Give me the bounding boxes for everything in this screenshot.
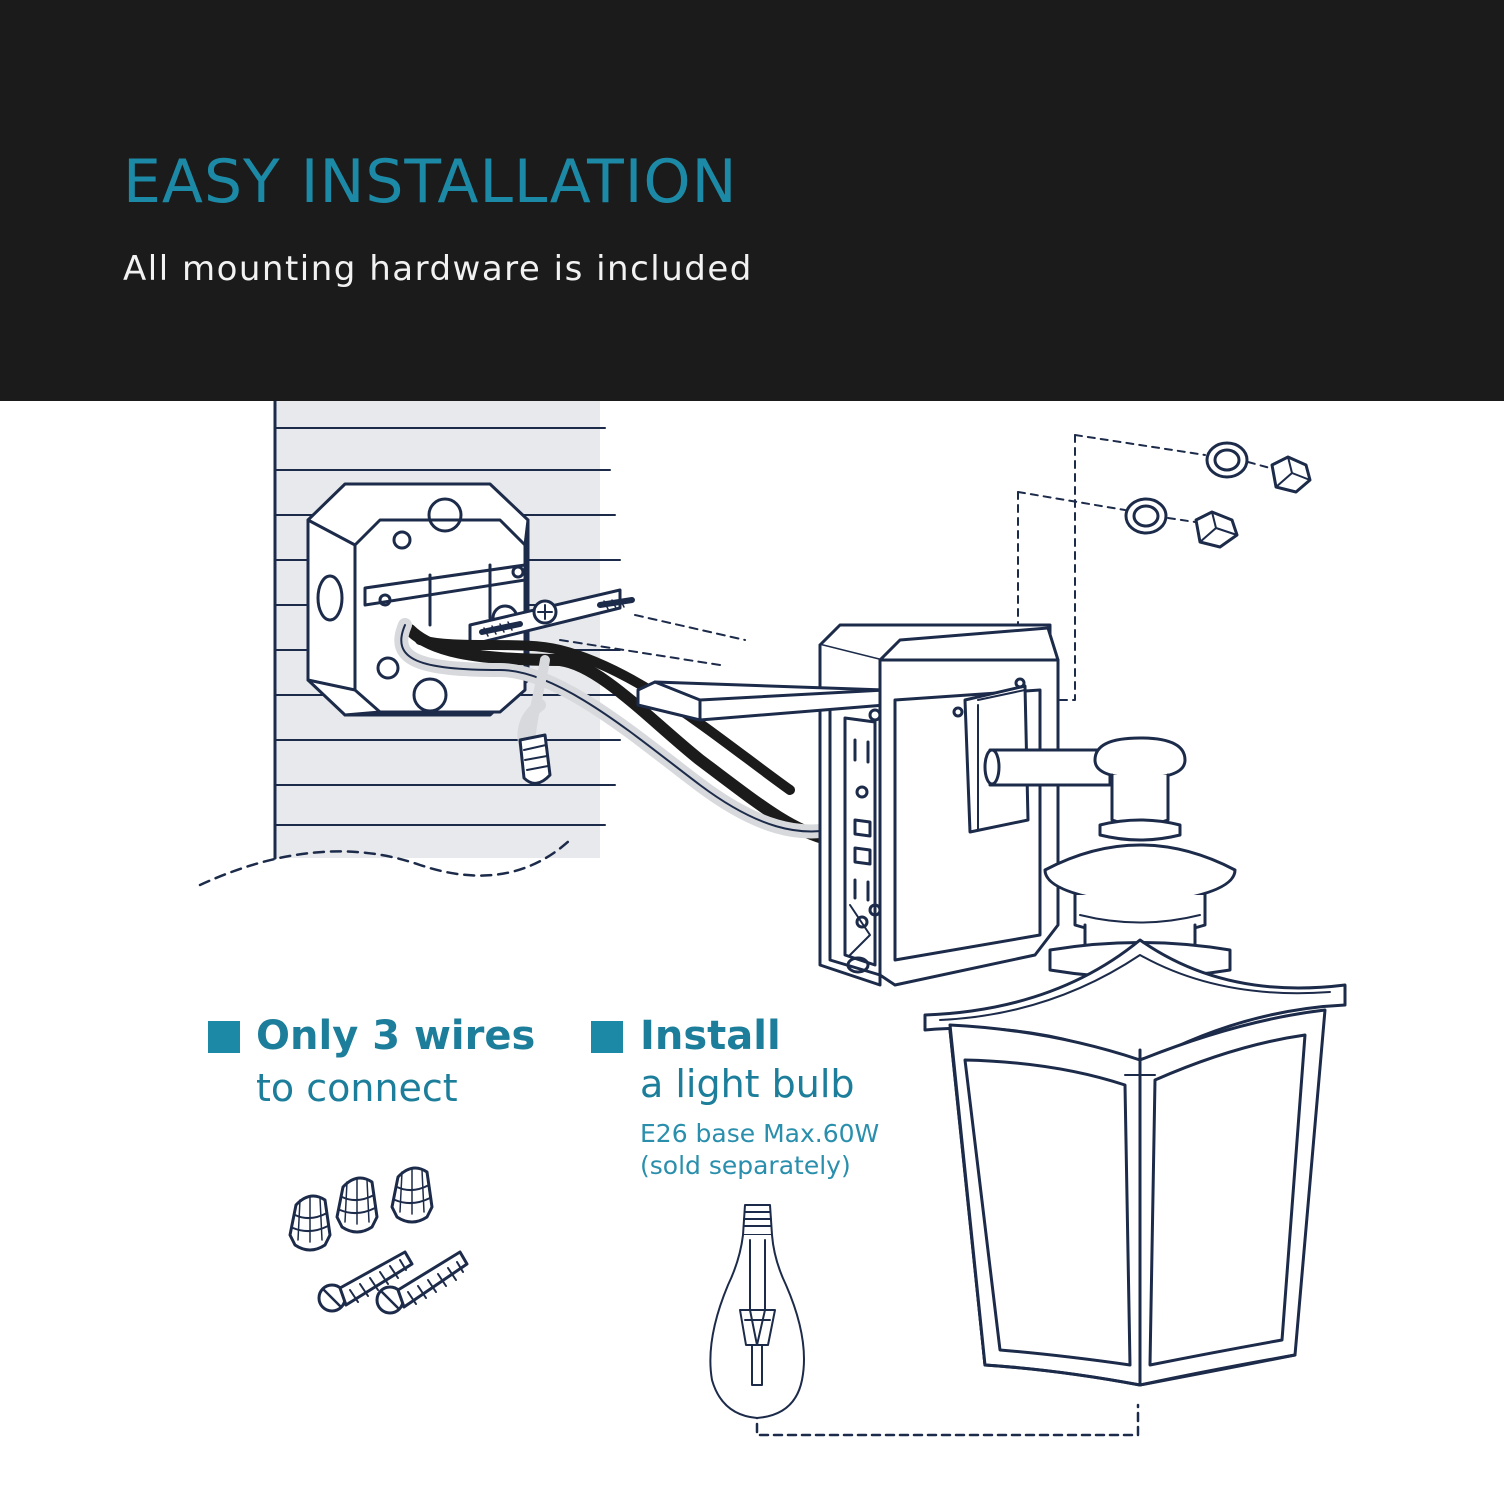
wire-nut-icon (335, 1176, 379, 1234)
header-banner: EASY INSTALLATION All mounting hardware … (0, 0, 1504, 401)
light-bulb-icon (709, 1204, 805, 1419)
bullet-square-icon (208, 1021, 240, 1053)
page-title: EASY INSTALLATION (123, 147, 738, 217)
feature-bulb-note-1: E26 base Max.60W (640, 1119, 880, 1148)
mounting-arm (636, 680, 887, 722)
mounting-screw-icon (375, 1250, 469, 1315)
wire-nuts-hardware (288, 1166, 434, 1252)
feature-bulb-note-2: (sold separately) (640, 1151, 851, 1180)
mounting-screw-icon (317, 1250, 414, 1313)
wires (394, 618, 837, 846)
page-subtitle: All mounting hardware is included (123, 249, 753, 289)
crossbar-icon (363, 563, 746, 666)
wall-lantern-icon (923, 736, 1347, 1387)
wire-nut-icon (390, 1166, 434, 1224)
hex-nut-icon (1194, 455, 1312, 549)
bulb-guide (755, 1403, 1140, 1437)
feature-wires-lead: Only 3 wires (256, 1013, 536, 1059)
mounting-screws-hardware (317, 1250, 469, 1315)
installation-illustration (198, 401, 1347, 1437)
feature-wires-rest: to connect (256, 1066, 458, 1110)
washer-icon (1124, 441, 1249, 535)
lantern-backplate (878, 626, 1060, 987)
feature-bulb-rest: a light bulb (640, 1062, 855, 1106)
wire-nut-icon (288, 1194, 332, 1252)
wire-nut-icon (518, 733, 552, 785)
feature-bulb-lead: Install (640, 1013, 781, 1059)
bullet-square-icon (591, 1021, 623, 1053)
junction-box-icon (306, 482, 530, 717)
